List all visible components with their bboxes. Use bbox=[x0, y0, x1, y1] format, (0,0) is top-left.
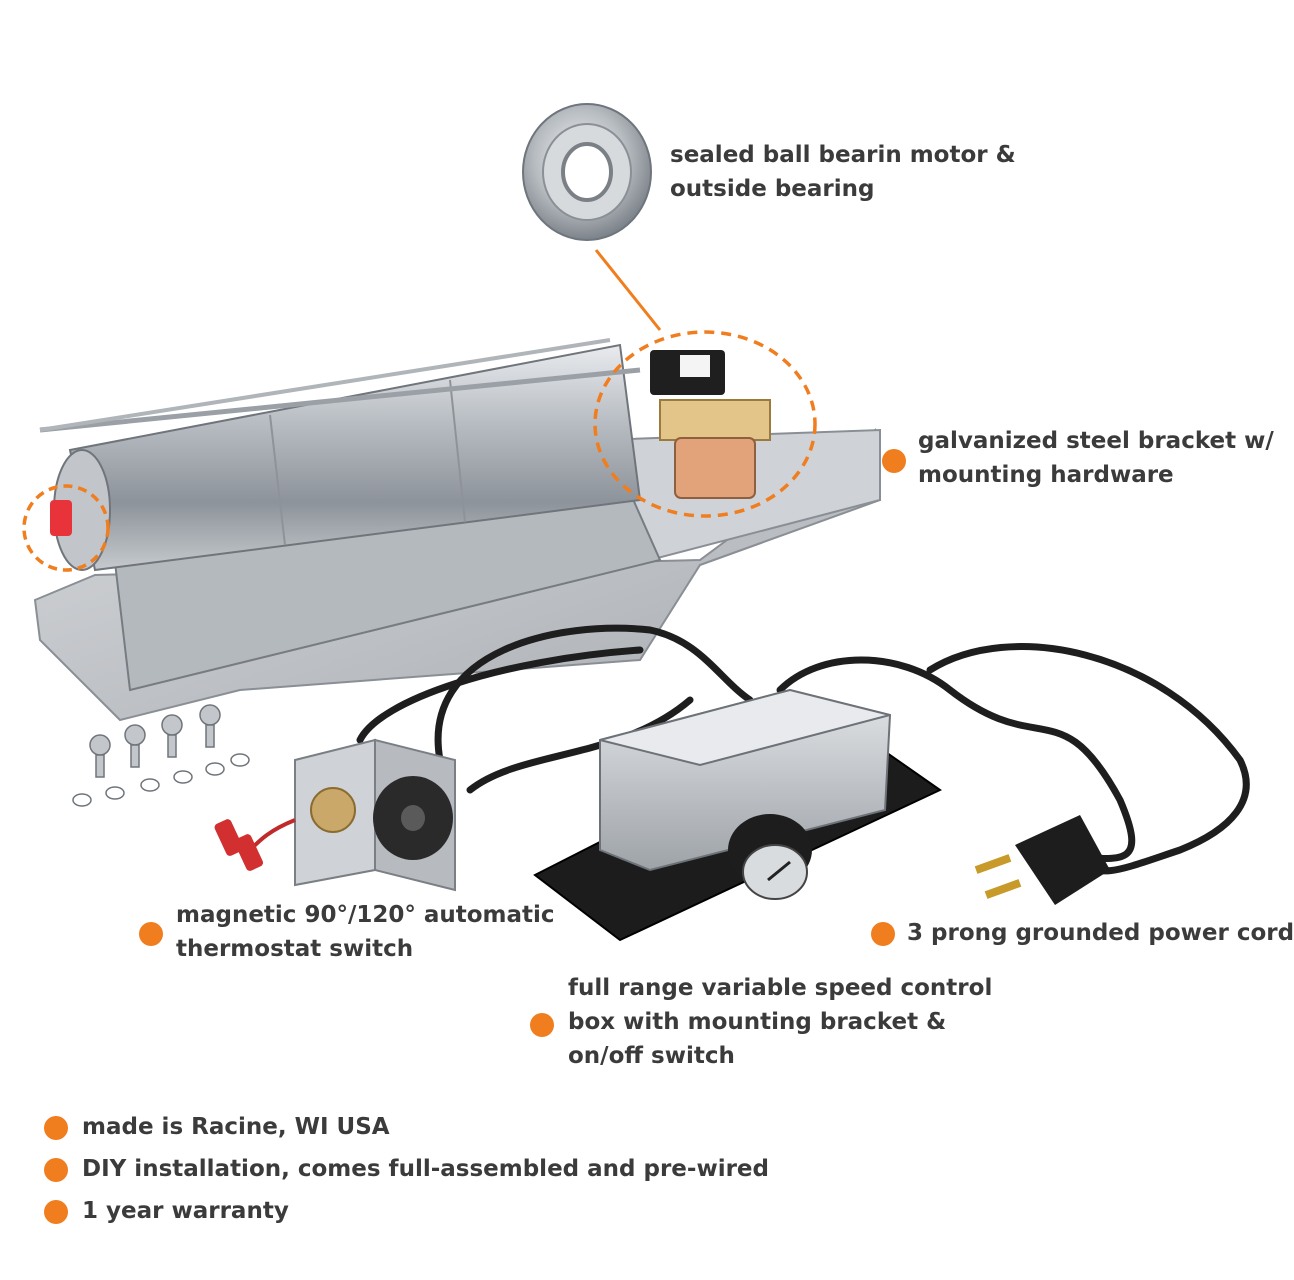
callout-power-cord: 3 prong grounded power cord bbox=[907, 916, 1294, 950]
callout-power-cord-line-1: 3 prong grounded power cord bbox=[907, 920, 1294, 946]
callout-speed-control: full range variable speed control box wi… bbox=[568, 971, 992, 1073]
thermostat-switch-icon bbox=[214, 738, 456, 892]
callout-bearing: sealed ball bearin motor & outside beari… bbox=[670, 138, 1016, 206]
power-plug-icon bbox=[974, 815, 1110, 905]
callout-thermostat-line-2: thermostat switch bbox=[176, 936, 414, 962]
thermostat-bullet-icon bbox=[139, 922, 163, 946]
bullet-made-in: made is Racine, WI USA bbox=[82, 1114, 390, 1140]
blower-fan-icon bbox=[22, 330, 882, 722]
callout-bracket-line-1: galvanized steel bracket w/ bbox=[918, 428, 1274, 454]
callout-bracket: galvanized steel bracket w/ mounting har… bbox=[918, 424, 1274, 492]
power-cord-bullet-icon bbox=[871, 922, 895, 946]
screws-washers-icon bbox=[72, 704, 250, 807]
bearing-connector-line bbox=[594, 249, 662, 331]
callout-bearing-line-2: outside bearing bbox=[670, 176, 875, 202]
bullet-warranty: 1 year warranty bbox=[82, 1198, 289, 1224]
power-cord bbox=[356, 624, 1250, 875]
ball-bearing-icon bbox=[522, 103, 652, 241]
callout-speed-control-line-2: box with mounting bracket & bbox=[568, 1009, 947, 1035]
callout-speed-control-line-1: full range variable speed control bbox=[568, 975, 993, 1001]
bracket-bullet-icon bbox=[882, 449, 906, 473]
bullet-icon-3 bbox=[44, 1200, 68, 1224]
bullet-icon-1 bbox=[44, 1116, 68, 1140]
callout-speed-control-line-3: on/off switch bbox=[568, 1043, 735, 1069]
callout-thermostat: magnetic 90°/120° automatic thermostat s… bbox=[176, 898, 555, 966]
callout-bearing-line-1: sealed ball bearin motor & bbox=[670, 142, 1016, 168]
bullet-diy-installation: DIY installation, comes full-assembled a… bbox=[82, 1156, 769, 1182]
callout-bracket-line-2: mounting hardware bbox=[918, 462, 1174, 488]
bullet-icon-2 bbox=[44, 1158, 68, 1182]
speed-control-bullet-icon bbox=[530, 1013, 554, 1037]
callout-thermostat-line-1: magnetic 90°/120° automatic bbox=[176, 902, 555, 928]
speed-control-box-icon bbox=[533, 688, 942, 942]
